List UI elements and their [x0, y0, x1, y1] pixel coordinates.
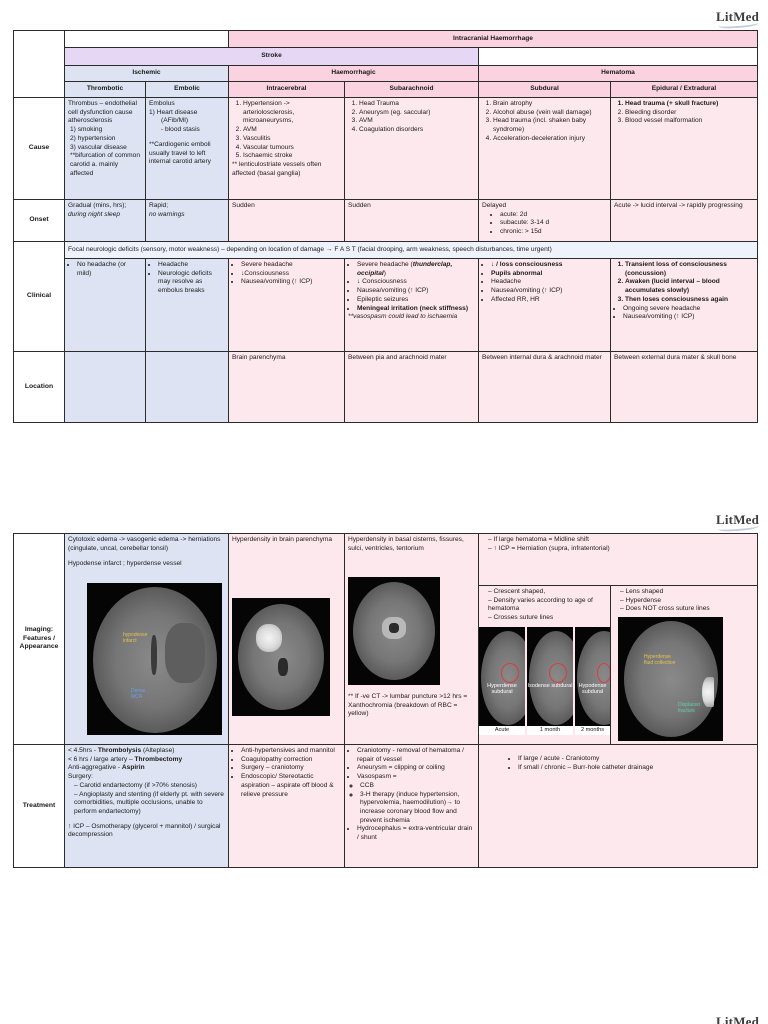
label-hyperdense-subdural: Hyperdense subdural	[487, 683, 517, 696]
clinical-intracerebral: Severe headache ↓Consciousness Nausea/vo…	[228, 258, 345, 352]
clinical-subdural: ↓ / loss consciousness Pupils abnormal H…	[478, 258, 611, 352]
litmed-logo: LitMed	[716, 9, 760, 24]
clinical-banner: Focal neurologic deficits (sensory, moto…	[64, 241, 758, 259]
onset-embolic: Rapid; no warnings	[145, 199, 229, 242]
row-label-location: Location	[13, 351, 65, 423]
onset-thrombotic: Gradual (mins, hrs); during night sleep	[64, 199, 146, 242]
label-isodense-subdural: Isodense subdural	[527, 683, 573, 689]
clinical-embolic: Headache Neurologic deficits may resolve…	[145, 258, 229, 352]
imaging-hematoma: If large hematoma = Midline shift ↑ ICP …	[478, 533, 758, 586]
caption-2-months: 2 months	[575, 726, 610, 735]
row-label-treatment: Treatment	[13, 744, 65, 868]
ct-scan-subdural-2months: Hypodense subdural 2 months	[575, 627, 610, 735]
location-subarachnoid: Between pia and arachnoid mater	[344, 351, 479, 423]
litmed-logo: LitMed	[716, 1014, 759, 1024]
header-intracerebral: Intracerebral	[228, 81, 345, 98]
row-label-clinical: Clinical	[13, 241, 65, 352]
location-epidural: Between external dura mater & skull bone	[610, 351, 758, 423]
ct-scan-epidural: Hyperdense fluid collection Displaced fr…	[618, 617, 723, 741]
cause-epidural: Head trauma (+ skull fracture) Bleeding …	[610, 97, 758, 200]
cause-thrombotic: Thrombus – endothelial cell dysfunction …	[64, 97, 146, 200]
location-embolic	[145, 351, 229, 423]
treatment-ischemic: < 4.5hrs - Thrombolysis (Alteplase) < 6 …	[64, 744, 229, 868]
clinical-thrombotic: No headache (or mild)	[64, 258, 146, 352]
cause-subdural: Brain atrophy Alcohol abuse (vein wall d…	[478, 97, 611, 200]
header-thrombotic: Thrombotic	[64, 81, 146, 98]
header-epidural: Epidural / Extradural	[610, 81, 758, 98]
ct-scan-ischemic: hypodense infarct Dense MCA	[87, 583, 222, 735]
header-subdural: Subdural	[478, 81, 611, 98]
caption-acute: Acute	[479, 726, 525, 735]
label-dense-mca: Dense MCA	[131, 688, 146, 700]
treatment-intracerebral: Anti-hypertensives and mannitol Coagulop…	[228, 744, 345, 868]
header-intracranial-haemorrhage: Intracranial Haemorrhage	[228, 30, 758, 48]
row-label-imaging: Imaging: Features / Appearance	[13, 533, 65, 745]
header-haemorrhagic: Haemorrhagic	[228, 65, 479, 82]
location-subdural: Between internal dura & arachnoid mater	[478, 351, 611, 423]
header-stroke: Stroke	[64, 47, 479, 66]
header-subarachnoid: Subarachnoid	[344, 81, 479, 98]
label-hyperdense-fluid-collection: Hyperdense fluid collection	[644, 654, 676, 666]
table1-blank-top	[64, 30, 229, 48]
header-embolic: Embolic	[145, 81, 229, 98]
onset-intracerebral: Sudden	[228, 199, 345, 242]
onset-subarachnoid: Sudden	[344, 199, 479, 242]
ct-scan-subarachnoid	[348, 577, 440, 685]
label-hypodense-infarct: hypodense infarct	[123, 632, 148, 644]
ct-scan-subdural-acute: Hyperdense subdural Acute	[479, 627, 525, 735]
treatment-hematoma: If large / acute - Craniotomy If small /…	[478, 744, 758, 868]
clinical-epidural: Transient loss of consciousness (concuss…	[610, 258, 758, 352]
location-thrombotic	[64, 351, 146, 423]
clinical-subarachnoid: Severe headache (thunderclap, occipital)…	[344, 258, 479, 352]
treatment-subarachnoid: Craniotomy - removal of hematoma / repai…	[344, 744, 479, 868]
label-hypodense-subdural: Hypodense subdural	[578, 683, 607, 696]
caption-1-month: 1 month	[527, 726, 573, 735]
header-hematoma: Hematoma	[478, 65, 758, 82]
cause-intracerebral: Hypertension -> arteriolosclerosis, micr…	[228, 97, 345, 200]
row-label-cause: Cause	[13, 97, 65, 200]
cause-embolic: Embolus 1) Heart disease (AFib/MI) - blo…	[145, 97, 229, 200]
ct-scan-subdural-1month: Isodense subdural 1 month	[527, 627, 573, 735]
location-intracerebral: Brain parenchyma	[228, 351, 345, 423]
onset-epidural: Acute -> lucid interval -> rapidly progr…	[610, 199, 758, 242]
ct-scan-intracerebral	[232, 598, 330, 716]
label-displaced-fracture: Displaced fracture	[678, 702, 700, 714]
header-ischemic: Ischemic	[64, 65, 229, 82]
onset-subdural: Delayed acute: 2d subacute: 3-14 d chron…	[478, 199, 611, 242]
litmed-logo: LitMed	[716, 512, 760, 527]
cause-subarachnoid: Head Trauma Aneurysm (eg. saccular) AVM …	[344, 97, 479, 200]
row-label-onset: Onset	[13, 199, 65, 242]
header-blank-right	[478, 47, 758, 66]
